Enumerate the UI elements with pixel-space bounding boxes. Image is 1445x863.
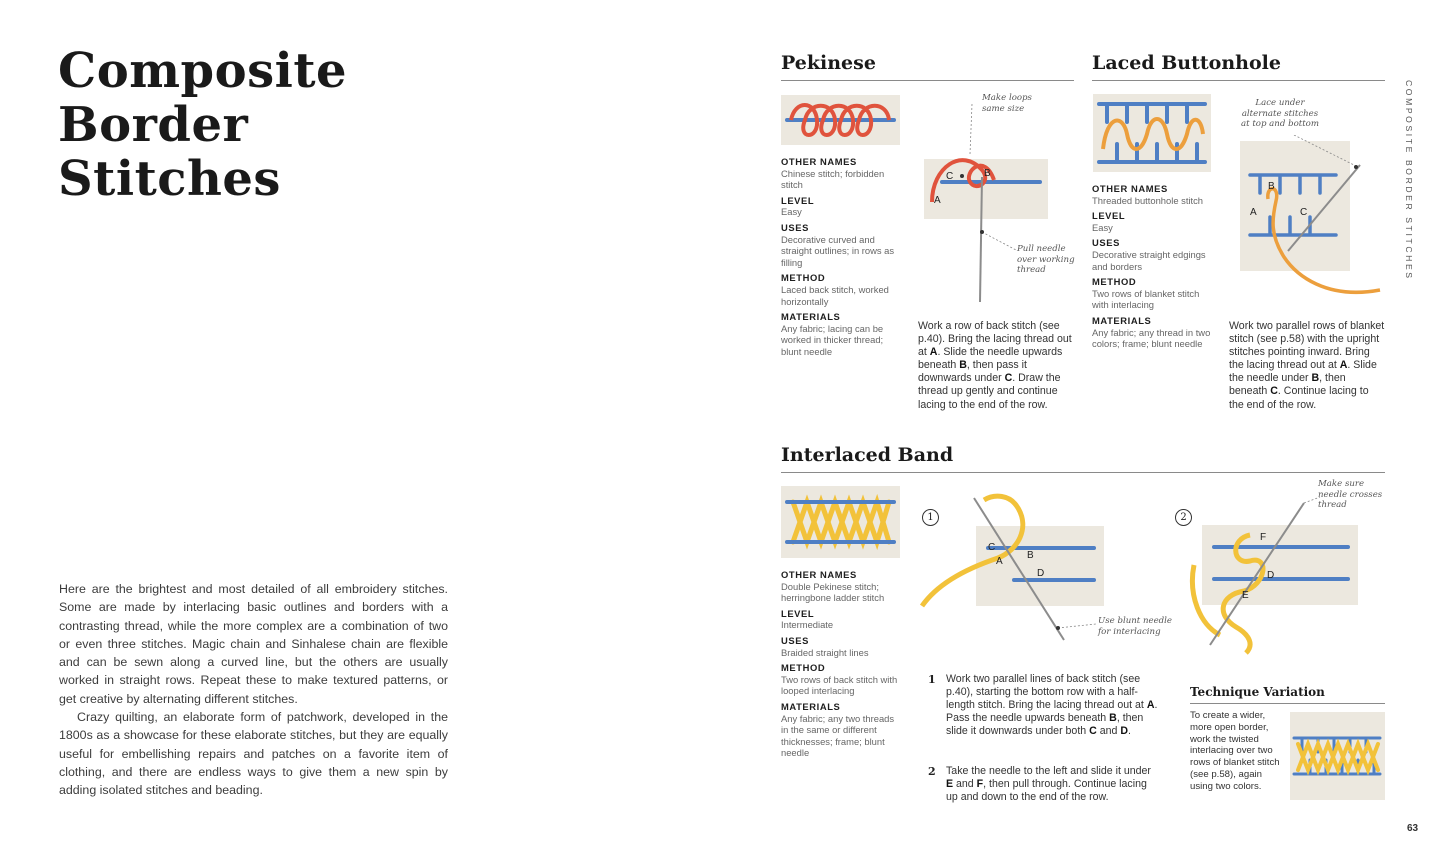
intro-paragraph-2: Crazy quilting, an elaborate form of pat… [59, 710, 448, 798]
technique-variation-text: To create a wider, more open border, wor… [1190, 710, 1280, 792]
intro-text: Here are the brightest and most detailed… [59, 580, 448, 800]
step2-label-f: F [1260, 532, 1266, 543]
page-title: Composite Border Stitches [58, 44, 478, 206]
interlaced-level: Intermediate [781, 619, 834, 631]
interlaced-band-info: OTHER NAMES Double Pekinese stitch; herr… [781, 569, 901, 759]
step-1-circle: 1 [922, 509, 939, 526]
interlaced-step-1-diagram: C B A D [919, 493, 1104, 641]
title-line-3: Stitches [58, 151, 281, 207]
step-2-circle: 2 [1175, 509, 1192, 526]
pekinese-other-names: Chinese stitch; forbidden stitch [781, 167, 885, 191]
materials-label: MATERIALS [781, 311, 841, 323]
step1-label-b: B [1027, 550, 1034, 561]
technique-variation-title: Technique Variation [1190, 685, 1325, 699]
interlaced-uses: Braided straight lines [781, 646, 869, 658]
interlaced-band-swatch [781, 486, 900, 558]
pekinese-label-c: C [946, 171, 953, 182]
note-needle-crosses: Make sure needle crosses thread [1318, 479, 1383, 510]
pekinese-note-loops: Make loops same size [982, 93, 1032, 114]
step-2-number: 2 [928, 765, 936, 778]
pekinese-rule [781, 80, 1074, 81]
laced-buttonhole-rule [1092, 80, 1385, 81]
pekinese-materials: Any fabric; lacing can be worked in thic… [781, 322, 884, 357]
pekinese-swatch [781, 95, 900, 145]
intro-paragraph-1: Here are the brightest and most detailed… [59, 582, 448, 706]
laced-buttonhole-level: Easy [1092, 221, 1113, 233]
laced-buttonhole-materials: Any fabric; any thread in two colors; fr… [1092, 326, 1211, 350]
technique-rule [1190, 703, 1385, 704]
step1-label-c: C [988, 542, 995, 553]
laced-buttonhole-swatch [1093, 94, 1211, 172]
laced-buttonhole-title: Laced Buttonhole [1092, 52, 1281, 74]
laced-label-c: C [1300, 207, 1307, 218]
technique-variation-swatch [1290, 712, 1385, 800]
pekinese-label-b: B [984, 168, 991, 179]
side-running-header: COMPOSITE BORDER STITCHES [1404, 80, 1414, 281]
title-line-2: Border [58, 97, 249, 153]
pekinese-instructions: Work a row of back stitch (see p.40). Br… [918, 320, 1072, 411]
interlaced-method: Two rows of back stitch with looped inte… [781, 673, 898, 697]
pekinese-level: Easy [781, 206, 802, 218]
laced-buttonhole-diagram: B A C [1240, 135, 1381, 294]
interlaced-step-2-diagram: F D E [1189, 496, 1358, 655]
pekinese-uses: Decorative curved and straight outlines;… [781, 233, 895, 268]
step2-label-e: E [1242, 590, 1249, 601]
technique-variation: Technique Variation [1190, 685, 1385, 704]
interlaced-band-rule [781, 472, 1385, 473]
method-label: METHOD [781, 272, 826, 284]
laced-buttonhole-uses: Decorative straight edgings and borders [1092, 248, 1206, 272]
step1-label-a: A [996, 556, 1003, 567]
step-1-instructions: Work two parallel lines of back stitch (… [946, 673, 1158, 738]
laced-note-alternate: Lace under alternate stitches at top and… [1241, 98, 1319, 129]
pekinese-diagram: C B A [924, 103, 1048, 303]
step1-label-d: D [1037, 568, 1044, 579]
laced-buttonhole-info: OTHER NAMES Threaded buttonhole stitch L… [1092, 183, 1214, 350]
laced-buttonhole-other-names: Threaded buttonhole stitch [1092, 194, 1204, 206]
step2-label-d: D [1267, 570, 1274, 581]
laced-label-a: A [1250, 207, 1257, 218]
interlaced-other-names: Double Pekinese stitch; herringbone ladd… [781, 580, 885, 604]
pekinese-title: Pekinese [781, 52, 876, 74]
laced-buttonhole-method: Two rows of blanket stitch with interlac… [1092, 287, 1200, 311]
pekinese-note-pull: Pull needle over working thread [1017, 244, 1075, 275]
laced-buttonhole-instructions: Work two parallel rows of blanket stitch… [1229, 320, 1385, 411]
laced-label-b: B [1268, 181, 1275, 192]
pekinese-method: Laced back stitch, worked horizontally [781, 283, 889, 307]
step-1-number: 1 [928, 673, 936, 686]
interlaced-band-title: Interlaced Band [781, 444, 954, 466]
note-blunt-needle: Use blunt needle for interlacing [1098, 616, 1173, 637]
page-number: 63 [1407, 823, 1419, 834]
title-line-1: Composite [58, 43, 348, 99]
pekinese-info: OTHER NAMES Chinese stitch; forbidden st… [781, 156, 901, 358]
interlaced-materials: Any fabric; any two threads in the same … [781, 712, 895, 759]
level-label: LEVEL [781, 194, 815, 206]
pekinese-label-a: A [934, 195, 941, 206]
other-names-label: OTHER NAMES [781, 156, 857, 167]
uses-label: USES [781, 221, 809, 233]
step-2-instructions: Take the needle to the left and slide it… [946, 765, 1151, 804]
